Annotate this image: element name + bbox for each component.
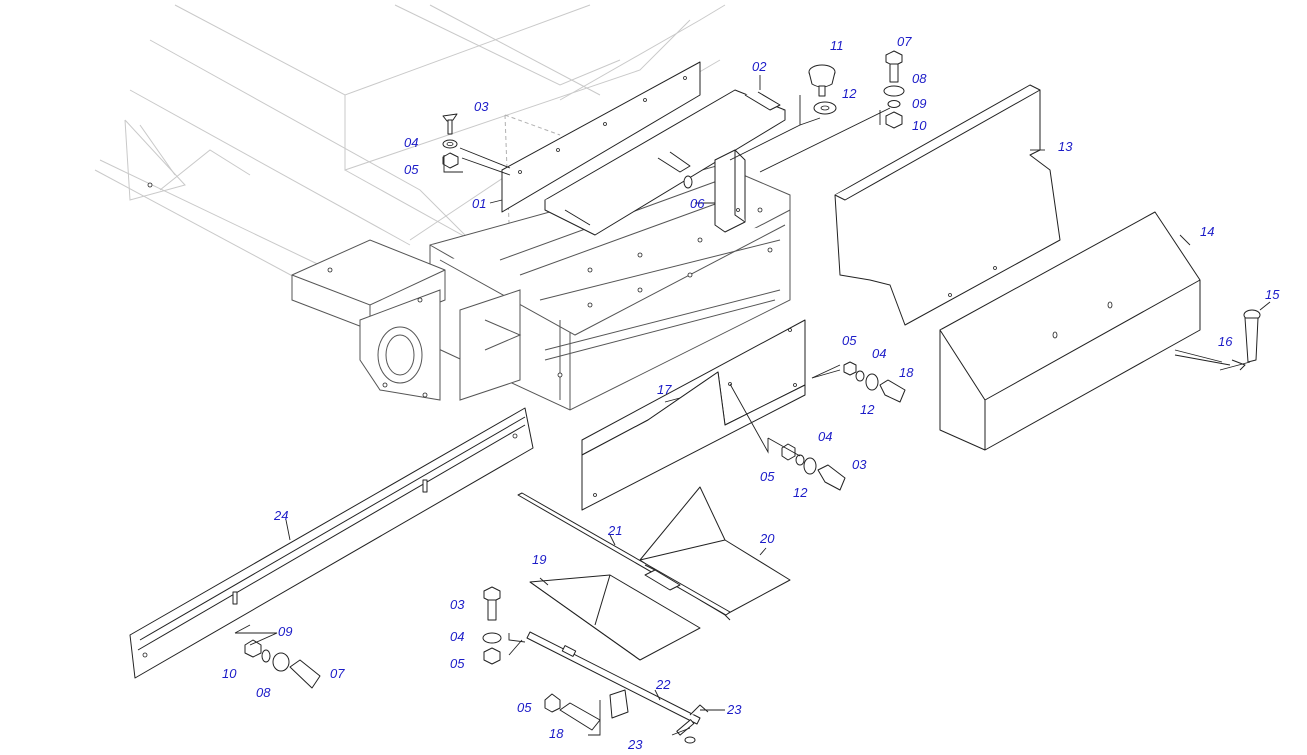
hardware-05-04-12-18 [843,361,906,403]
callout-07-bottom: 07 [330,666,345,681]
hardware-10-08-07-09 [244,639,321,689]
callout-15: 15 [1265,287,1280,302]
callout-07: 07 [897,34,912,49]
callout-13: 13 [1058,139,1073,154]
callout-12: 12 [842,86,857,101]
callout-23-left: 23 [627,737,643,752]
callout-09: 09 [912,96,926,111]
main-chassis [147,164,791,411]
hardware-11-12 [808,64,837,115]
hardware-05-04-12-03-center [781,443,846,491]
callout-05-center: 05 [760,469,775,484]
callout-12-center: 12 [793,485,808,500]
part-17-plate [581,319,806,511]
callout-20: 20 [759,531,775,546]
part-14-housing [939,211,1201,451]
callout-21: 21 [607,523,622,538]
hardware-15-16 [1219,309,1261,371]
callout-10-bottom: 10 [222,666,237,681]
callout-04-center: 04 [818,429,832,444]
callout-17: 17 [657,382,672,397]
callout-24: 24 [273,508,288,523]
callout-10: 10 [912,118,927,133]
callout-19: 19 [532,552,546,567]
callout-08: 08 [912,71,927,86]
callout-05-mid-right: 05 [842,333,857,348]
part-20-deflector [639,486,791,621]
callout-23-right: 23 [726,702,742,717]
callout-05: 05 [404,162,419,177]
hardware-03-04-05-bottom [482,586,502,665]
callout-02: 02 [752,59,767,74]
part-22-arm [526,631,701,725]
callout-22: 22 [655,677,671,692]
hardware-03-04-05-top [442,113,459,169]
callout-03-bottom: 03 [450,597,465,612]
callout-08-bottom: 08 [256,685,271,700]
part-01-plate [501,61,701,213]
callout-14: 14 [1200,224,1214,239]
callout-05-lower: 05 [517,700,532,715]
hardware-07-08-09-10-top [883,50,905,129]
callout-04-mid-right: 04 [872,346,886,361]
part-24-rail [129,407,534,679]
callout-18-mid-right: 18 [899,365,914,380]
callout-03: 03 [474,99,489,114]
callout-05-bottom: 05 [450,656,465,671]
hardware-05-18-bottom [544,693,601,731]
leader-lines [234,75,1271,736]
part-13-shield [834,84,1061,326]
part-19-plate [529,569,701,661]
callout-04: 04 [404,135,418,150]
callout-04-bottom: 04 [450,629,464,644]
callout-09-bottom: 09 [278,624,292,639]
callout-16: 16 [1218,334,1233,349]
callout-18-lower: 18 [549,726,564,741]
callout-11: 11 [830,38,844,53]
callout-06: 06 [690,196,705,211]
callout-01: 01 [472,196,486,211]
callout-03-center: 03 [852,457,867,472]
part-06-bracket [714,149,746,233]
callout-labels: 01 02 03 04 05 06 07 08 09 10 11 12 13 1… [222,34,1280,752]
callout-12-mid-right: 12 [860,402,875,417]
part-02-cover [544,89,786,236]
